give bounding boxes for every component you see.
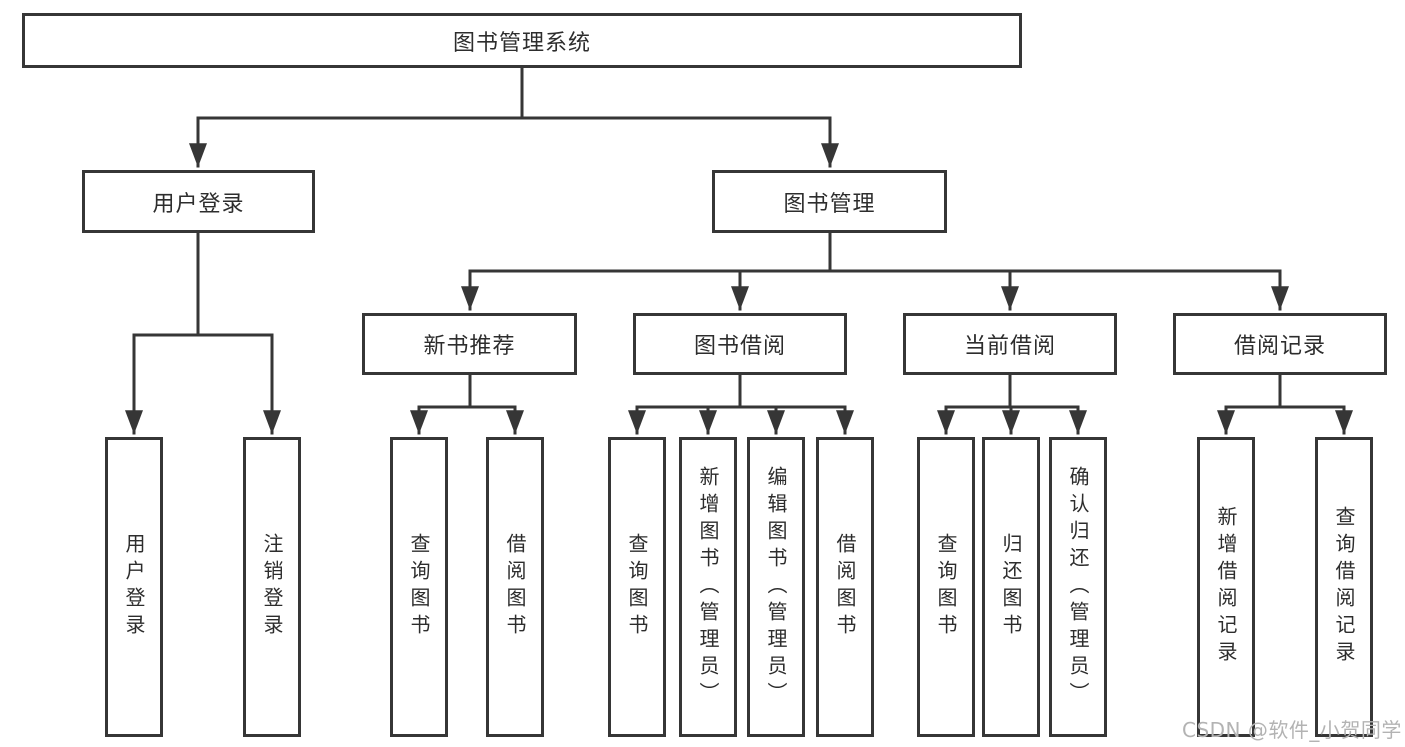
leaf-edit-book-admin: 编辑图书（管理员） <box>747 437 805 737</box>
node-new-book-recommendation: 新书推荐 <box>362 313 577 375</box>
leaf-query-books-current: 查询图书 <box>917 437 975 737</box>
leaf-add-book-admin: 新增图书（管理员） <box>679 437 737 737</box>
node-book-borrowing: 图书借阅 <box>633 313 847 375</box>
leaf-user-login: 用户登录 <box>105 437 163 737</box>
node-current-borrowing: 当前借阅 <box>903 313 1117 375</box>
node-book-management: 图书管理 <box>712 170 947 233</box>
leaf-confirm-return-admin: 确认归还（管理员） <box>1049 437 1107 737</box>
node-library-management-system: 图书管理系统 <box>22 13 1022 68</box>
watermark: CSDN @软件_小贺同学 <box>1182 718 1402 742</box>
leaf-query-books-recommend: 查询图书 <box>390 437 448 737</box>
leaf-borrow-books-borrowing: 借阅图书 <box>816 437 874 737</box>
node-user-login-branch: 用户登录 <box>82 170 315 233</box>
leaf-logout: 注销登录 <box>243 437 301 737</box>
leaf-query-books-borrowing: 查询图书 <box>608 437 666 737</box>
leaf-return-books: 归还图书 <box>982 437 1040 737</box>
leaf-query-borrow-record: 查询借阅记录 <box>1315 437 1373 737</box>
leaf-borrow-books-recommend: 借阅图书 <box>486 437 544 737</box>
leaf-add-borrow-record: 新增借阅记录 <box>1197 437 1255 737</box>
node-borrowing-records: 借阅记录 <box>1173 313 1387 375</box>
